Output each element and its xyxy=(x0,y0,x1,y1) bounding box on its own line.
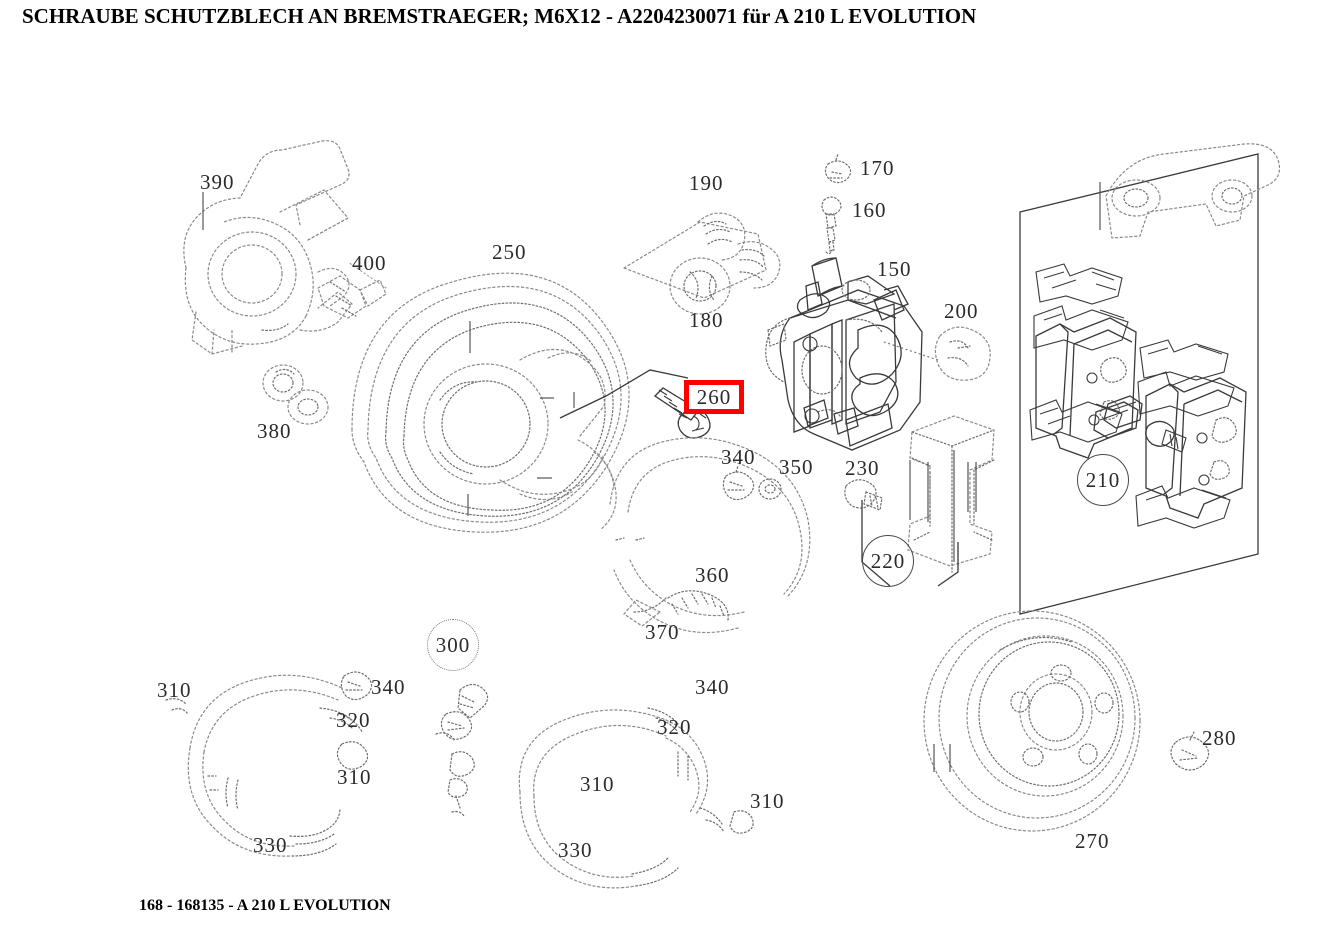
callout-250: 250 xyxy=(492,240,527,264)
part-170-fastener xyxy=(824,153,852,184)
callout-340c: 340 xyxy=(695,675,730,699)
callout-190: 190 xyxy=(689,171,724,195)
callout-230: 230 xyxy=(845,456,880,480)
part-300-spring xyxy=(435,683,489,741)
callout-380: 380 xyxy=(257,419,292,443)
part-360-370-adjuster xyxy=(609,437,811,634)
callout-350: 350 xyxy=(779,455,814,479)
callout-320a: 320 xyxy=(336,708,371,732)
callout-330b: 330 xyxy=(558,838,593,862)
callout-270: 270 xyxy=(1075,829,1110,853)
callout-360: 360 xyxy=(695,563,730,587)
callout-150: 150 xyxy=(877,257,912,281)
part-270-brake-disc xyxy=(923,610,1141,832)
part-brake-shoe-center xyxy=(518,707,754,889)
callout-300-circled: 300 xyxy=(427,619,479,671)
part-brake-shoe-left xyxy=(165,674,363,857)
page-footer: 168 - 168135 - A 210 L EVOLUTION xyxy=(139,897,391,914)
callout-390: 390 xyxy=(200,170,235,194)
part-400-bolt xyxy=(317,261,387,319)
callout-280: 280 xyxy=(1202,726,1237,750)
callout-330a: 330 xyxy=(253,833,288,857)
callout-370: 370 xyxy=(645,620,680,644)
callout-260-highlighted: 260 xyxy=(684,380,744,414)
callout-310a: 310 xyxy=(157,678,192,702)
part-380-washers xyxy=(262,364,329,425)
callout-200: 200 xyxy=(944,299,979,323)
callout-400: 400 xyxy=(352,251,387,275)
callout-170: 170 xyxy=(860,156,895,180)
callout-310c: 310 xyxy=(580,772,615,796)
part-150-brake-caliper xyxy=(765,257,923,451)
callout-180: 180 xyxy=(689,308,724,332)
part-200-fitting xyxy=(883,326,991,381)
part-190-180-spring xyxy=(622,212,781,315)
callout-320b: 320 xyxy=(657,715,692,739)
callout-210-circled: 210 xyxy=(1077,454,1129,506)
part-280-screw xyxy=(1170,731,1210,771)
part-250-backing-plate xyxy=(351,272,630,533)
part-160-bleeder-screw xyxy=(821,196,842,255)
callout-340a: 340 xyxy=(721,445,756,469)
callout-340b: 340 xyxy=(371,675,406,699)
part-bracket-top-right xyxy=(1099,143,1281,239)
callout-220-circled: 220 xyxy=(862,535,914,587)
part-390-steering-knuckle xyxy=(183,140,353,355)
callout-160: 160 xyxy=(852,198,887,222)
callout-310b: 310 xyxy=(337,765,372,789)
part-hardware-bottom-left xyxy=(336,671,475,817)
callout-310d: 310 xyxy=(750,789,785,813)
page-title: SCHRAUBE SCHUTZBLECH AN BREMSTRAEGER; M6… xyxy=(22,4,977,28)
part-230-bolt xyxy=(844,479,883,511)
part-340-350-hardware xyxy=(722,465,782,501)
part-210-pad-kit-box xyxy=(1019,153,1259,615)
